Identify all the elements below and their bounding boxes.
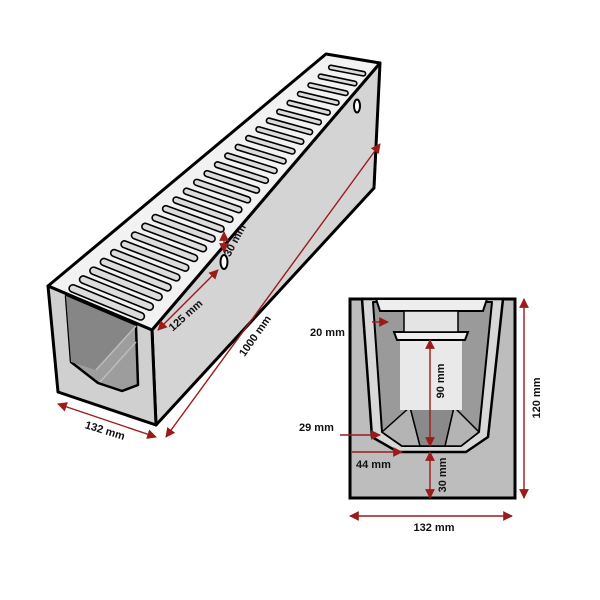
- perspective-dimensions: [57, 143, 381, 439]
- section-grating-bar: [392, 331, 470, 341]
- grating-slot: [68, 283, 146, 321]
- side-hole-icon: [353, 98, 361, 114]
- dim-label-30mm-base: 30 mm: [437, 457, 449, 492]
- grating-slot: [286, 99, 331, 116]
- grating-slot: [296, 90, 340, 106]
- grating-slot: [307, 82, 349, 97]
- dim-label-44mm: 44 mm: [356, 459, 391, 471]
- channel-opening-shadow: [66, 296, 136, 370]
- section-dimension-labels: 20 mm 90 mm 120 mm 29 mm 44 mm 30 mm 132…: [299, 327, 543, 534]
- side-hole-icon: [219, 254, 229, 270]
- grating-slot: [78, 275, 155, 311]
- section-grating-top: [374, 298, 489, 312]
- dim-label-132mm-base: 132 mm: [414, 522, 455, 534]
- dim-label-132mm: 132 mm: [84, 419, 127, 443]
- dim-label-29mm: 29 mm: [299, 422, 334, 434]
- grating-slot: [327, 64, 367, 77]
- grating-slot: [317, 73, 358, 87]
- perspective-channel: [46, 52, 382, 427]
- dim-label-90mm: 90 mm: [435, 363, 447, 398]
- dim-label-20mm: 20 mm: [310, 327, 345, 339]
- dim-label-120mm: 120 mm: [531, 377, 543, 418]
- section-dimensions: [340, 298, 529, 521]
- dim-132mm-arrow: [57, 402, 157, 439]
- grating-slot: [265, 117, 314, 136]
- grating-slot: [255, 125, 305, 146]
- dim-1000mm-arrow: [165, 143, 381, 438]
- section-center-column: [400, 340, 462, 410]
